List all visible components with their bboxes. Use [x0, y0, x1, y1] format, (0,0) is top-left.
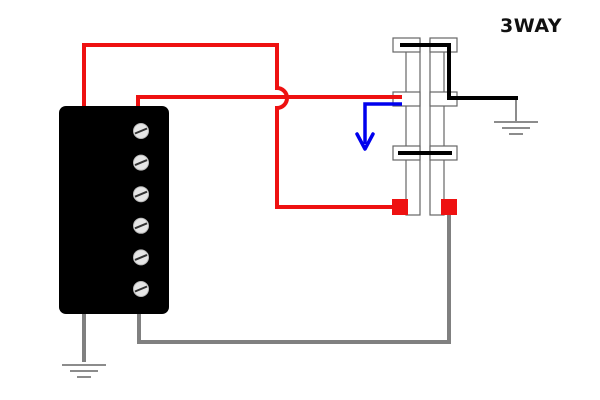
pole-screw-icon	[133, 186, 149, 203]
pole-screws	[133, 123, 149, 297]
black-wire-ground	[400, 43, 518, 100]
switch-blade-right	[429, 39, 445, 216]
pickup-ground-icon	[62, 364, 106, 378]
arrow-down-icon	[355, 132, 375, 151]
pole-screw-icon	[133, 217, 149, 234]
red-wire-switch	[136, 95, 402, 106]
switch-ground-icon	[494, 100, 538, 135]
pole-screw-icon	[133, 249, 149, 266]
pole-screw-icon	[133, 281, 149, 297]
gray-wire-return	[137, 208, 451, 344]
pole-screw-icon	[133, 123, 149, 139]
pickup-body	[59, 106, 169, 314]
switch-terminal-left-active	[392, 199, 408, 215]
pole-screw-icon	[133, 154, 149, 171]
diagram-title: 3WAY	[500, 15, 562, 37]
blue-wire-output	[363, 102, 402, 144]
humbucker-pickup	[59, 106, 169, 314]
switch-terminal-right-active	[441, 199, 457, 215]
switch-blade-left	[405, 39, 421, 216]
